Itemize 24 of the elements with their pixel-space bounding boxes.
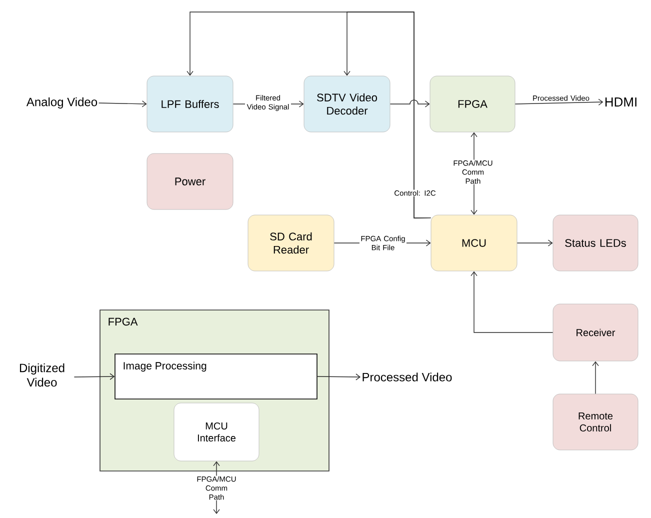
process-box: FPGA — [430, 76, 516, 132]
process-box: SD Card Reader — [248, 214, 334, 272]
signal-label: Processed Video — [362, 372, 452, 382]
process-box: MCU Interface — [174, 402, 260, 462]
arrow — [74, 373, 115, 380]
process-box: Receiver — [552, 304, 638, 362]
process-box: Power — [146, 153, 234, 210]
process-box: SDTV Video Decoder — [304, 76, 390, 132]
arrow — [514, 98, 604, 106]
process-box: Remote Control — [552, 394, 638, 450]
arrow — [470, 271, 554, 333]
signal-label: Analog Video — [26, 97, 98, 109]
arrow — [516, 240, 553, 246]
signal-label: Digitized Video — [20, 363, 64, 387]
process-box: Image Processing — [114, 354, 318, 400]
arrow — [390, 100, 430, 108]
arrow — [98, 100, 147, 108]
arrow — [344, 12, 432, 218]
process-box: Status LEDs — [552, 214, 638, 272]
arrow — [592, 361, 599, 394]
process-box: LPF Buffers — [146, 76, 234, 132]
signal-label: HDMI — [605, 98, 636, 106]
arrow — [317, 374, 361, 380]
process-box: MCU — [430, 214, 518, 272]
